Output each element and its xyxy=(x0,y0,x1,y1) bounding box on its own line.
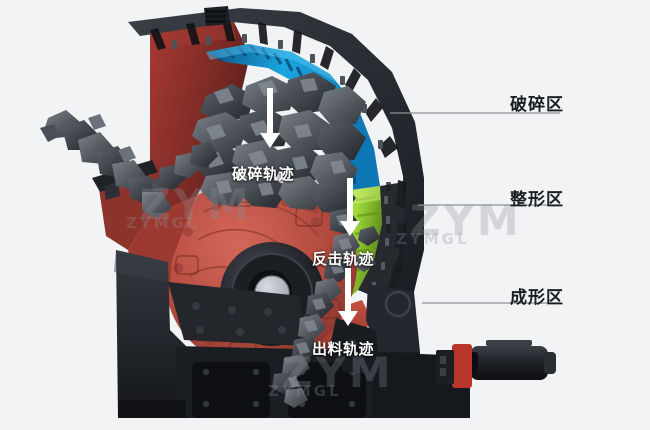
left-chamber-rocks xyxy=(158,142,218,190)
arrow-discharge-trajectory xyxy=(338,268,358,326)
trajectory-label-discharge: 出料轨迹 xyxy=(312,340,375,358)
motor-rib xyxy=(486,340,532,346)
discharge-support-arm xyxy=(366,284,420,352)
trajectory-label-crush: 破碎轨迹 xyxy=(232,165,295,183)
frame-left-bevel xyxy=(114,250,168,282)
zone-label-forming: 成形区 xyxy=(510,288,564,308)
zone-label-crushing: 破碎区 xyxy=(510,95,564,115)
discharge-rocks xyxy=(272,292,334,408)
feed-chute-detail xyxy=(104,182,120,200)
drive-motor xyxy=(436,340,556,388)
frame-panel-bolts xyxy=(192,302,286,336)
blue-liner-highlight xyxy=(206,44,336,82)
inner-shell-strip xyxy=(358,182,404,300)
motor-mount xyxy=(436,350,454,384)
shaping-zone-rocks xyxy=(314,208,380,302)
crushing-chamber-rocks xyxy=(190,72,366,214)
top-comb-detail xyxy=(206,10,226,23)
base-opening-left xyxy=(192,362,270,418)
flow-arrows xyxy=(260,88,360,326)
arrow-crush-trajectory xyxy=(260,88,280,148)
frame-left-column xyxy=(116,250,186,418)
motor-coupling xyxy=(452,344,472,388)
zone-label-shaping: 整形区 xyxy=(510,190,564,210)
inner-shell-bolts xyxy=(372,196,390,290)
leader-lines xyxy=(390,112,560,304)
green-liner-highlight xyxy=(352,186,381,204)
feed-rock-stream xyxy=(40,110,172,218)
deflector-bolt xyxy=(347,339,357,349)
base-foot-left xyxy=(118,400,186,418)
arrow-impact-trajectory xyxy=(340,178,360,236)
base-opening-right xyxy=(288,362,366,418)
pivot-ring xyxy=(384,290,412,318)
trajectory-label-impact: 反击轨迹 xyxy=(312,250,375,268)
